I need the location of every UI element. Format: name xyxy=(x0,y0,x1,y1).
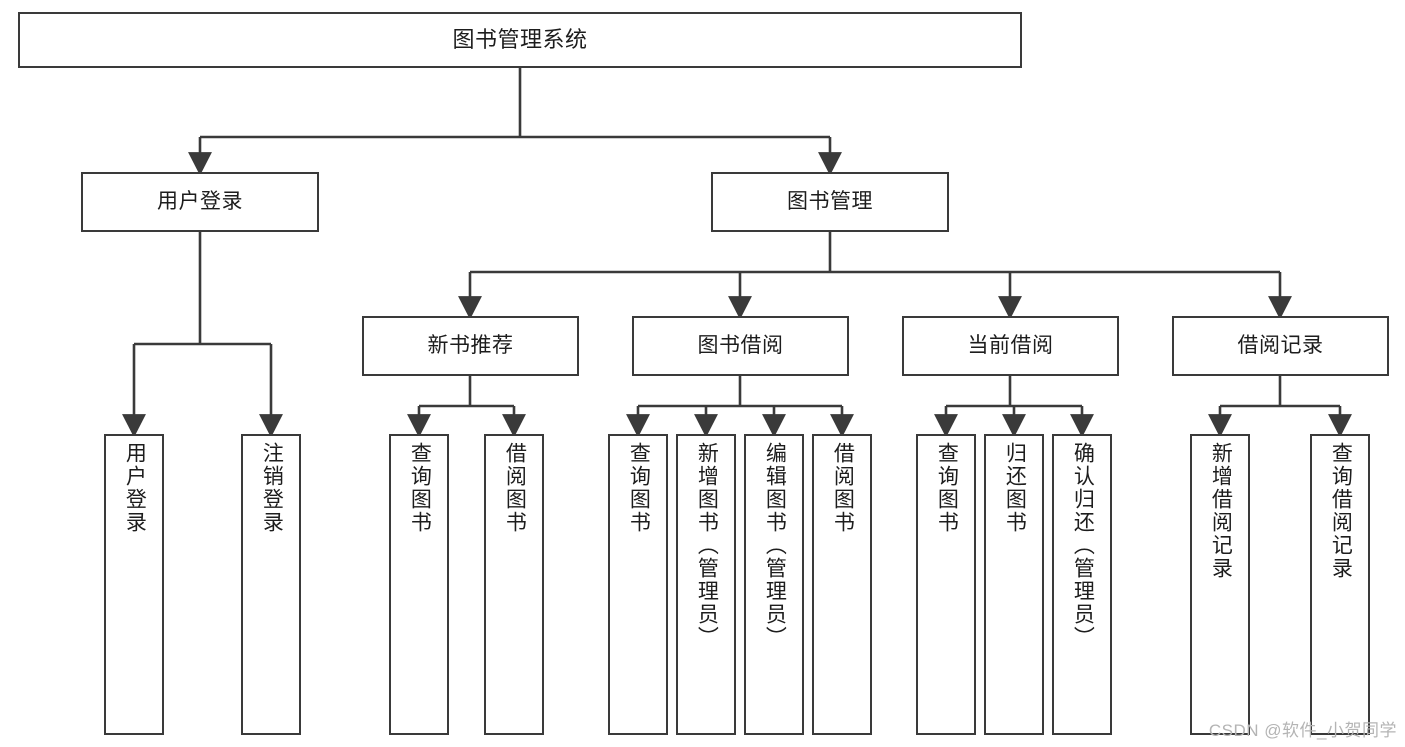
leaf-node-label: 用户登录 xyxy=(123,442,147,534)
leaf-node[interactable]: 编辑图书（管理员） xyxy=(744,434,804,735)
leaf-node-label: 新增借阅记录 xyxy=(1209,442,1233,580)
node-book-management[interactable]: 图书管理 xyxy=(711,172,949,232)
node-root-label: 图书管理系统 xyxy=(452,27,588,53)
leaf-node-label: 新增图书（管理员） xyxy=(695,442,719,649)
node-current-borrow[interactable]: 当前借阅 xyxy=(902,316,1119,376)
leaf-node-label: 归还图书 xyxy=(1003,442,1027,534)
watermark: CSDN @软件_小贺同学 xyxy=(1208,721,1397,740)
leaf-node[interactable]: 借阅图书 xyxy=(812,434,872,735)
node-book-borrow-label: 图书借阅 xyxy=(697,333,784,357)
node-user-login-label: 用户登录 xyxy=(157,189,243,213)
node-new-book-recommend-label: 新书推荐 xyxy=(427,333,514,357)
leaf-node[interactable]: 查询借阅记录 xyxy=(1310,434,1370,735)
leaf-node[interactable]: 注销登录 xyxy=(241,434,301,735)
leaf-node-label: 借阅图书 xyxy=(503,442,527,534)
leaf-node[interactable]: 用户登录 xyxy=(104,434,164,735)
leaf-node[interactable]: 查询图书 xyxy=(389,434,449,735)
leaf-node-label: 注销登录 xyxy=(260,442,284,534)
node-new-book-recommend[interactable]: 新书推荐 xyxy=(362,316,579,376)
node-book-management-label: 图书管理 xyxy=(787,189,873,213)
leaf-node-label: 查询图书 xyxy=(935,442,959,534)
leaf-node-label: 查询图书 xyxy=(627,442,651,534)
leaf-node[interactable]: 确认归还（管理员） xyxy=(1052,434,1112,735)
leaf-node-label: 查询借阅记录 xyxy=(1329,442,1353,580)
node-borrow-record-label: 借阅记录 xyxy=(1237,333,1324,357)
node-root[interactable]: 图书管理系统 xyxy=(18,12,1022,68)
leaf-node-label: 查询图书 xyxy=(408,442,432,534)
node-user-login[interactable]: 用户登录 xyxy=(81,172,319,232)
leaf-node[interactable]: 归还图书 xyxy=(984,434,1044,735)
leaf-node-label: 借阅图书 xyxy=(831,442,855,534)
leaf-node-label: 确认归还（管理员） xyxy=(1071,442,1095,649)
leaf-node-label: 编辑图书（管理员） xyxy=(763,442,787,649)
leaf-node[interactable]: 查询图书 xyxy=(608,434,668,735)
node-borrow-record[interactable]: 借阅记录 xyxy=(1172,316,1389,376)
leaf-node[interactable]: 借阅图书 xyxy=(484,434,544,735)
leaf-node[interactable]: 新增图书（管理员） xyxy=(676,434,736,735)
node-current-borrow-label: 当前借阅 xyxy=(967,333,1054,357)
node-book-borrow[interactable]: 图书借阅 xyxy=(632,316,849,376)
leaf-node[interactable]: 新增借阅记录 xyxy=(1190,434,1250,735)
leaf-node[interactable]: 查询图书 xyxy=(916,434,976,735)
